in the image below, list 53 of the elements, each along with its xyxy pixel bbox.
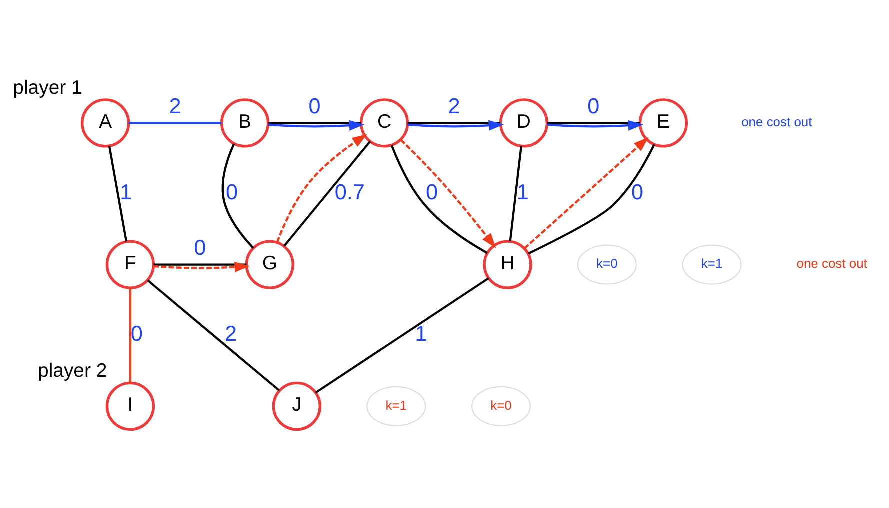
connector bbox=[408, 122, 501, 124]
edge-label: 1 bbox=[415, 321, 428, 346]
node-circle: A bbox=[80, 98, 130, 148]
edge-label: 0.7 bbox=[334, 179, 365, 204]
label: one cost out bbox=[796, 256, 868, 272]
node-ellipse: k=1 bbox=[682, 244, 742, 285]
node-label: player 2 bbox=[38, 360, 108, 382]
edge-label: 0 bbox=[226, 179, 238, 204]
edge-label: 0 bbox=[588, 93, 600, 118]
arrow bbox=[547, 120, 644, 131]
arrow bbox=[400, 139, 496, 248]
edge-label: 0 bbox=[631, 179, 644, 204]
node-ellipse: k=1 bbox=[366, 386, 426, 426]
node-label: player 1 bbox=[13, 76, 82, 99]
arrow bbox=[276, 134, 368, 243]
node-circle: J bbox=[272, 382, 322, 432]
connector bbox=[147, 280, 280, 392]
node-circle: E bbox=[638, 98, 688, 148]
node-circle: G bbox=[245, 240, 294, 290]
edge-label: 1 bbox=[120, 179, 132, 204]
node-ellipse: k=0 bbox=[577, 244, 637, 285]
connector bbox=[547, 122, 640, 124]
node-circle: C bbox=[360, 98, 410, 148]
node-circle: H bbox=[483, 240, 532, 290]
edge-label: 0 bbox=[130, 321, 143, 346]
connector bbox=[108, 146, 128, 242]
arrow bbox=[154, 262, 250, 273]
arrow bbox=[268, 120, 365, 131]
edge-label: 2 bbox=[224, 321, 237, 346]
connector bbox=[390, 145, 488, 254]
connector bbox=[315, 278, 490, 394]
connector bbox=[222, 144, 254, 249]
node-circle: B bbox=[220, 98, 270, 148]
node-circle: I bbox=[106, 382, 156, 432]
connector bbox=[129, 288, 132, 383]
connector bbox=[154, 264, 246, 266]
arrow bbox=[408, 120, 504, 131]
connector bbox=[509, 146, 522, 242]
connector bbox=[128, 122, 222, 124]
node-circle: D bbox=[499, 98, 549, 148]
label: one cost out bbox=[742, 114, 812, 130]
arrow bbox=[524, 137, 649, 250]
edge-label: 0 bbox=[194, 235, 206, 260]
node-circle: F bbox=[106, 240, 156, 290]
connector bbox=[284, 140, 372, 247]
connector bbox=[268, 122, 362, 124]
edge-label: 0 bbox=[426, 179, 438, 204]
node-ellipse: k=0 bbox=[472, 386, 531, 426]
edge-label: 0 bbox=[308, 93, 321, 118]
edge-label: 2 bbox=[448, 93, 460, 118]
edge-label: 1 bbox=[516, 179, 529, 204]
connector bbox=[528, 144, 656, 255]
edge-label: 2 bbox=[169, 93, 182, 118]
